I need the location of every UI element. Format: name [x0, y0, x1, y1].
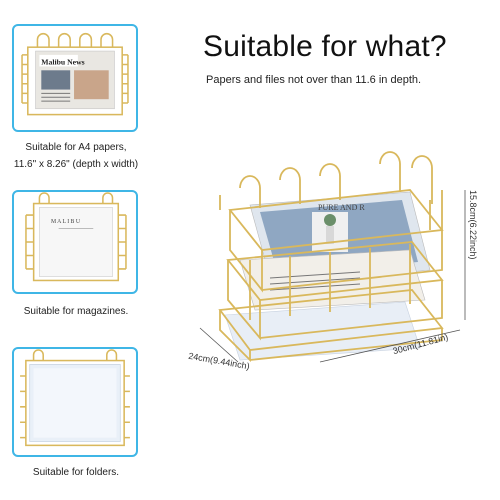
magazine-label: M A L I B U: [51, 219, 81, 225]
tray-newspaper-image: Malibu News: [21, 32, 129, 116]
card-folders-caption: Suitable for folders.: [32, 467, 120, 478]
tray-folder-image: [20, 349, 130, 447]
tray-magazine-image: M A L I B U: [25, 192, 127, 282]
dimension-height: 15.8cm(6.22inch): [468, 190, 478, 260]
card-a4-papers: Malibu News: [12, 24, 138, 132]
newspaper-label: Malibu News: [41, 58, 84, 67]
stacked-trays-image: PURE AND R: [199, 151, 466, 363]
headline: Suitable for what?: [203, 30, 447, 63]
card-a4-caption: Suitable for A4 papers, 11.6" x 8.26" (d…: [10, 141, 142, 172]
card-a4-caption-line1: Suitable for A4 papers,: [25, 142, 127, 153]
card-magazines-caption: Suitable for magazines.: [23, 306, 129, 317]
card-a4-caption-line2: 11.6" x 8.26" (depth x width): [13, 159, 139, 170]
subline: Papers and files not over than 11.6 in d…: [206, 74, 422, 86]
card-folders: [12, 347, 138, 457]
card-magazines: M A L I B U: [12, 190, 138, 294]
magazine-cover-label: PURE AND R: [318, 203, 365, 212]
